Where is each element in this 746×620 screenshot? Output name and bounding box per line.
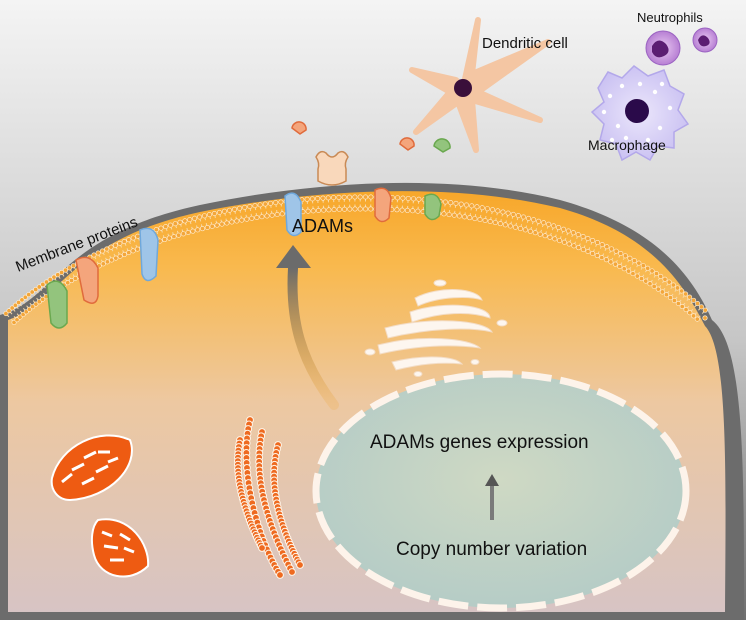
fragment-3: [433, 138, 451, 153]
membrane-protein-orange: [75, 256, 99, 304]
shed-fragments: [291, 121, 451, 153]
macrophage-nucleus: [625, 99, 649, 123]
nuclear-envelope: [312, 370, 690, 612]
macrophage: [590, 65, 690, 162]
label-macrophage: Macrophage: [588, 137, 666, 153]
label-neutrophils: Neutrophils: [637, 10, 703, 25]
membrane-protein-orange-2: [374, 187, 392, 223]
expression-arrow-head: [485, 474, 499, 486]
adam-protein: [315, 150, 349, 186]
label-genes-expression: ADAMs genes expression: [370, 432, 589, 453]
membrane-protein-green: [46, 280, 68, 329]
membrane-proteins: [46, 150, 442, 329]
golgi-apparatus: [364, 279, 508, 377]
membrane-protein-blue-2: [284, 192, 302, 237]
mitochondrion-2: [90, 518, 150, 578]
adams-arrow: [287, 263, 339, 410]
endoplasmic-reticulum: [233, 416, 304, 579]
label-adams: ADAMs: [292, 216, 353, 236]
label-copy-number-variation: Copy number variation: [396, 539, 587, 560]
dendritic-cell-nucleus: [454, 79, 472, 97]
fragment-2: [399, 137, 415, 151]
label-dendritic-cell: Dendritic cell: [482, 35, 568, 52]
fragment-1: [291, 121, 307, 135]
adams-arrow-head: [276, 245, 311, 268]
membrane-protein-green-2: [424, 193, 442, 221]
mitochondrion-1: [50, 434, 133, 502]
membrane-protein-blue: [139, 227, 159, 282]
neutrophils: [645, 27, 718, 66]
nucleus: [316, 374, 686, 608]
dendritic-cell: [409, 17, 551, 153]
